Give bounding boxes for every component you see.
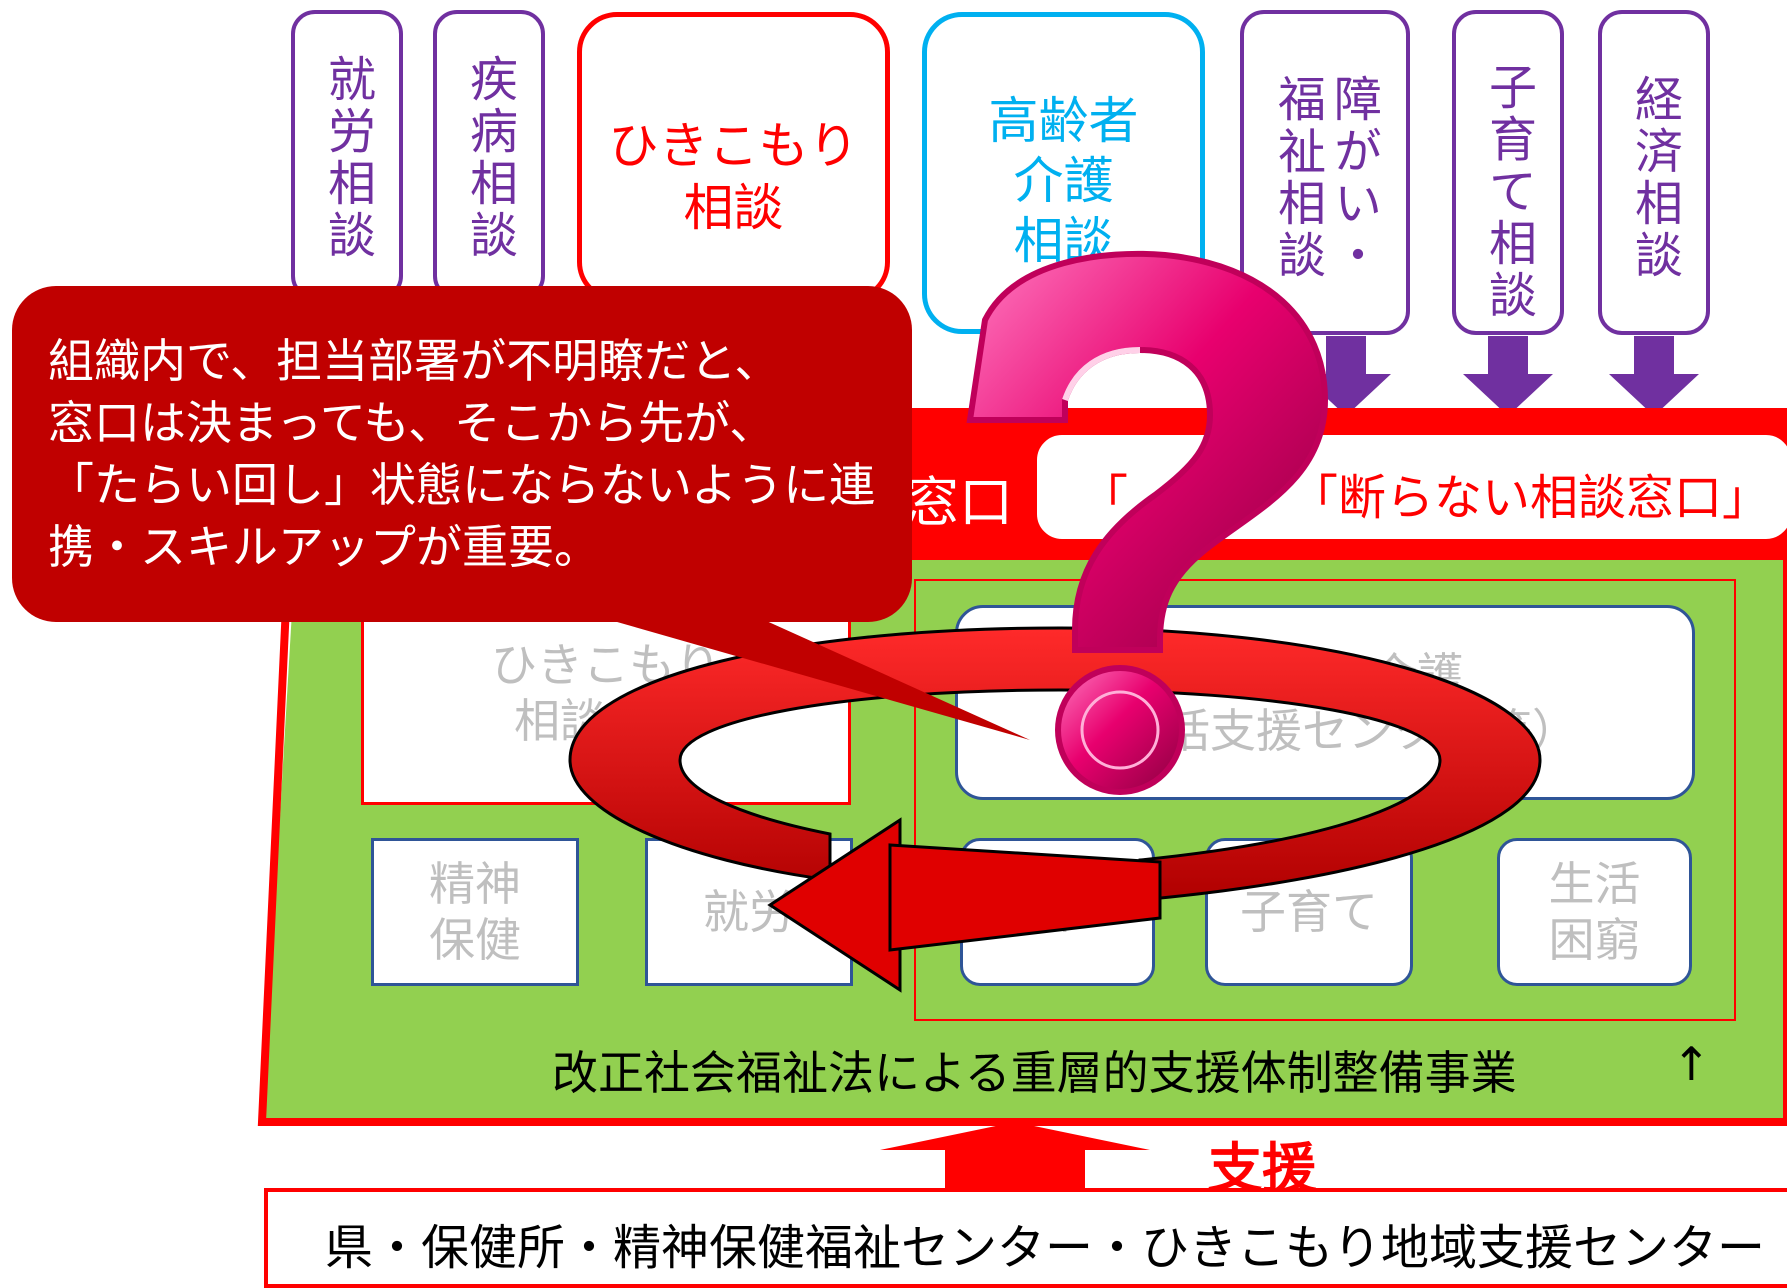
down-arrow-icon [1301, 336, 1391, 416]
consult-box-kosodate: 子育て相談 [1452, 10, 1564, 335]
up-mark: ↑ [1672, 1037, 1711, 1091]
question-mark-icon [966, 250, 1329, 795]
down-arrow-icon [1609, 336, 1699, 416]
support-up-arrow-icon [880, 1122, 1150, 1197]
consult-box-shuro: 就労相談 [291, 10, 403, 300]
consult-box-hikikomori: ひきこもり 相談 [577, 12, 890, 302]
callout-bubble [12, 286, 912, 622]
callout-text: 組織内で、担当部署が不明瞭だと、 窓口は決まっても、そこから先が、 「たらい回し… [48, 334, 876, 574]
madoguchi-label: 窓口 [905, 471, 1013, 534]
down-arrow-icon [1463, 336, 1553, 416]
consult-label-shippei: 疾病相談 [461, 54, 517, 262]
seishin-hoken-box: 精神 保健 [371, 838, 579, 986]
prefecture-support-label: 県・保健所・精神保健福祉センター・ひきこもり地域支援センター [325, 1220, 1766, 1276]
consult-label-shogai: 障がい・ 福祉相談 [1269, 74, 1381, 282]
consult-label-keizai: 経済相談 [1626, 74, 1682, 282]
consult-label-kosodate: 子育て相談 [1480, 62, 1536, 322]
consult-label-hikikomori: ひきこもり 相談 [608, 117, 859, 237]
consult-box-keizai: 経済相談 [1598, 10, 1710, 335]
seikatsu-konkyu-box: 生活 困窮 [1497, 838, 1692, 986]
kotowaranai-prefix: 「 [1080, 470, 1129, 526]
consult-label-shuro: 就労相談 [319, 54, 375, 262]
consult-box-shogai: 障がい・ 福祉相談 [1240, 10, 1410, 335]
project-label: 改正社会福祉法による重層的支援体制整備事業 [552, 1046, 1517, 1100]
consult-label-koureisha: 高齢者 介護 相談 [988, 92, 1139, 270]
kotowaranai-label: 「断らない相談窓口」 [1290, 470, 1771, 526]
